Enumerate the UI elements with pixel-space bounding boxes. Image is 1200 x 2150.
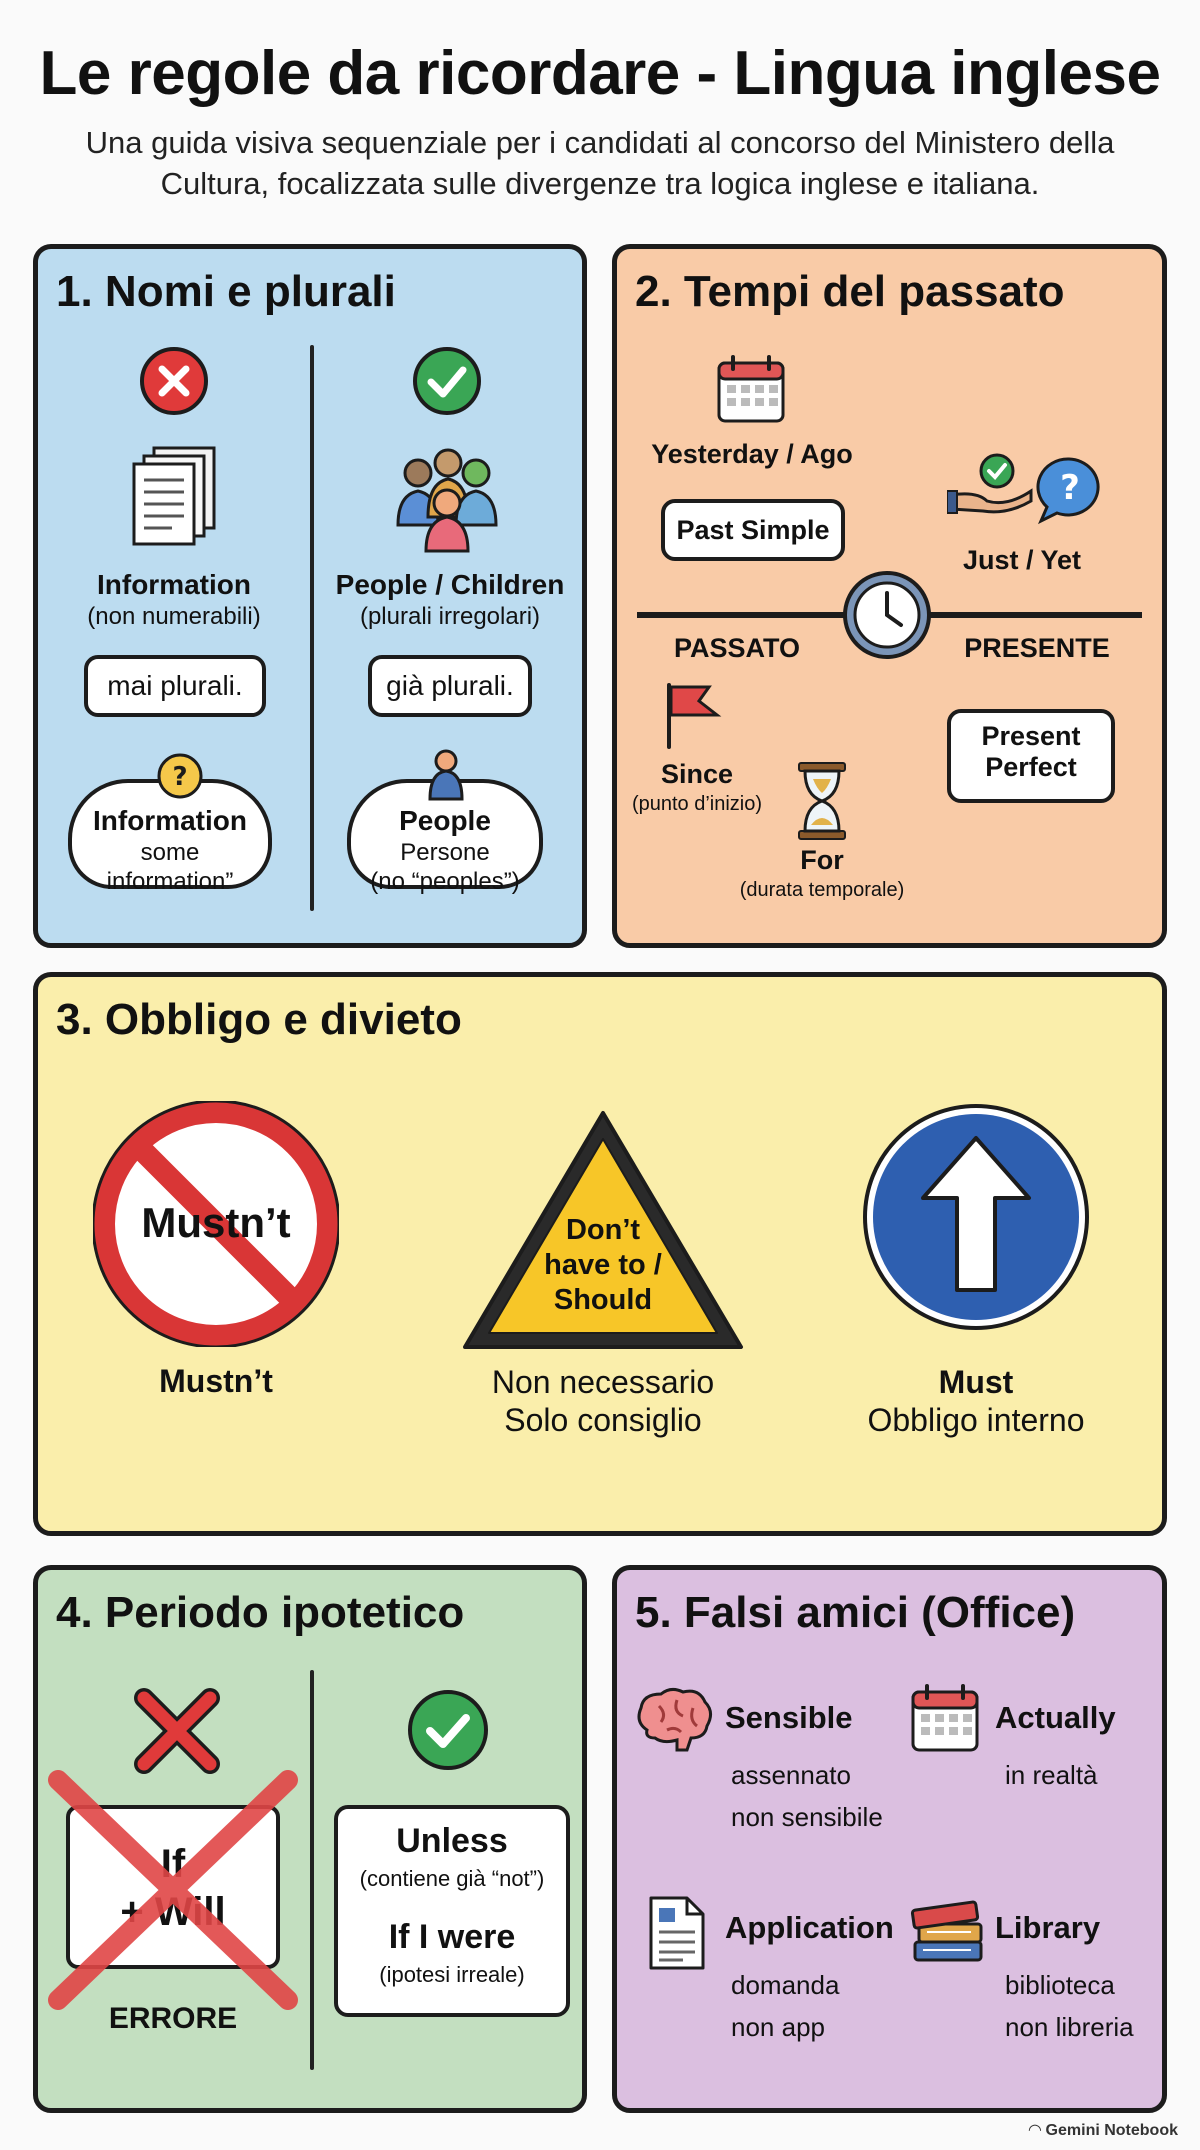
prohibition-sign-icon xyxy=(93,1101,339,1347)
present-perfect-line-2: Perfect xyxy=(985,752,1077,782)
subtitle-line-2: Cultura, focalizzata sulle divergenze tr… xyxy=(160,166,1040,201)
document-icon xyxy=(649,1896,705,1970)
cross-out-icon xyxy=(48,1770,298,2010)
label-passato: PASSATO xyxy=(673,633,801,663)
text-unless: Unless xyxy=(396,1822,508,1860)
note-if-i-were: (ipotesi irreale) xyxy=(379,1962,525,1987)
gemini-logo-icon: ◠ xyxy=(1028,2122,1046,2139)
word-actually: Actually xyxy=(995,1700,1116,1735)
label-mustnt: Mustn’t xyxy=(159,1363,273,1399)
mandatory-sign-icon xyxy=(863,1104,1089,1330)
sign-dont-have-to-text: Don’t have to / Should xyxy=(503,1213,703,1318)
note-unless: (contiene già “not”) xyxy=(359,1866,545,1891)
brain-icon xyxy=(637,1687,712,1752)
panel-nomi-plurali: 1. Nomi e plurali Information (non numer… xyxy=(33,244,587,948)
library-line-1: biblioteca xyxy=(1005,1970,1115,2000)
library-line-2: non libreria xyxy=(1005,2012,1134,2042)
check-circle-icon xyxy=(413,347,481,415)
application-line-1: domanda xyxy=(731,1970,840,2000)
calendar-icon xyxy=(911,1684,979,1752)
cloud-information xyxy=(68,779,272,889)
documents-icon xyxy=(132,446,216,546)
panel-title: 4. Periodo ipotetico xyxy=(56,1588,465,1637)
cloud-line-no-peoples: (no “peoples”) xyxy=(370,868,520,895)
card-unless xyxy=(334,1805,570,2017)
cloud-word-information: Information xyxy=(93,805,247,836)
sign2-line-2: have to / xyxy=(544,1249,662,1281)
note-plurali-irregolari: (plurali irregolari) xyxy=(359,603,541,630)
cloud-line-some: some xyxy=(140,839,200,866)
panel-tempi-passato: 2. Tempi del passato Yesterday / Ago Pas… xyxy=(612,244,1167,948)
person-icon xyxy=(428,749,464,801)
panel-title: 1. Nomi e plurali xyxy=(56,267,396,316)
present-perfect-line-1: Present xyxy=(981,721,1081,751)
label-since: Since xyxy=(660,759,734,789)
big-x-icon xyxy=(134,1688,220,1774)
calendar-icon xyxy=(717,355,785,423)
label-for: For xyxy=(800,845,844,875)
svg-text:?: ? xyxy=(172,762,187,792)
note-non-numerabili: (non numerabili) xyxy=(87,603,261,630)
divider xyxy=(310,345,314,911)
label-just-yet: Just / Yet xyxy=(962,545,1082,575)
text-if-i-were: If I were xyxy=(388,1918,516,1956)
panel-title: 5. Falsi amici (Office) xyxy=(635,1588,1076,1637)
label-yesterday-ago: Yesterday / Ago xyxy=(651,439,853,469)
cloud-line-information: information” xyxy=(106,868,234,895)
sensible-line-2: non sensibile xyxy=(731,1802,883,1832)
note-durata-temporale: (durata temporale) xyxy=(739,879,905,901)
panel-falsi-amici: 5. Falsi amici (Office) Sensible assenna… xyxy=(612,1565,1167,2113)
word-people-children: People / Children xyxy=(335,569,565,600)
word-information: Information xyxy=(97,569,251,600)
svg-text:?: ? xyxy=(1060,468,1080,508)
people-group-icon xyxy=(396,448,498,553)
label-non-necessario-line-2: Solo consiglio xyxy=(504,1402,702,1438)
footer-label: Gemini Notebook xyxy=(1045,2122,1178,2139)
actually-line-1: in realtà xyxy=(1005,1760,1098,1790)
hourglass-icon xyxy=(798,762,846,840)
bubble-mai-plurali: mai plurali. xyxy=(84,655,266,717)
bubble-past-simple: Past Simple xyxy=(661,499,845,561)
flag-icon xyxy=(667,683,722,749)
check-circle-icon xyxy=(408,1690,488,1770)
label-non-necessario-line-1: Non necessario xyxy=(491,1364,715,1400)
sign2-line-1: Don’t xyxy=(565,1214,641,1246)
label-presente: PRESENTE xyxy=(964,633,1110,663)
panel-periodo-ipotetico: 4. Periodo ipotetico If + Will ERRORE Un… xyxy=(33,1565,587,2113)
page-subtitle: Una guida visiva sequenziale per i candi… xyxy=(40,122,1160,204)
label-must-line-2: Obbligo interno xyxy=(867,1402,1085,1438)
word-application: Application xyxy=(725,1910,894,1945)
bubble-present-perfect: Present Perfect xyxy=(947,709,1115,803)
footer-brand: ◠ Gemini Notebook xyxy=(1029,2120,1178,2140)
label-must: Must Obbligo interno xyxy=(816,1363,1136,1439)
question-bubble-icon: ? xyxy=(1036,457,1100,525)
cloud-word-people: People xyxy=(399,805,491,836)
question-icon: ? xyxy=(157,753,203,799)
note-punto-inizio: (punto d’inizio) xyxy=(631,793,763,815)
sensible-line-1: assennato xyxy=(731,1760,851,1790)
label-errore: ERRORE xyxy=(108,2002,238,2035)
divider xyxy=(310,1670,314,2070)
warning-sign-icon xyxy=(463,1111,743,1349)
panel-title: 2. Tempi del passato xyxy=(635,267,1065,316)
panel-title: 3. Obbligo e divieto xyxy=(56,995,462,1044)
books-icon xyxy=(910,1900,983,1962)
application-line-2: non app xyxy=(731,2012,825,2042)
hand-check-icon xyxy=(947,453,1033,514)
x-circle-icon xyxy=(140,347,208,415)
bubble-gia-plurali: già plurali. xyxy=(368,655,532,717)
sign2-line-3: Should xyxy=(553,1284,653,1316)
panel-obbligo-divieto: 3. Obbligo e divieto Mustn’t Mustn’t Don… xyxy=(33,972,1167,1536)
clock-icon xyxy=(843,571,931,659)
sign-mustnt-text: Mustn’t xyxy=(141,1199,291,1246)
cloud-line-persone: Persone xyxy=(400,839,490,866)
subtitle-line-1: Una guida visiva sequenziale per i candi… xyxy=(85,125,1115,160)
page-title: Le regole da ricordare - Lingua inglese xyxy=(39,39,1161,108)
label-non-necessario: Non necessario Solo consiglio xyxy=(453,1363,753,1439)
label-must-line-1: Must xyxy=(938,1364,1014,1400)
word-library: Library xyxy=(995,1910,1101,1945)
word-sensible: Sensible xyxy=(725,1700,853,1735)
